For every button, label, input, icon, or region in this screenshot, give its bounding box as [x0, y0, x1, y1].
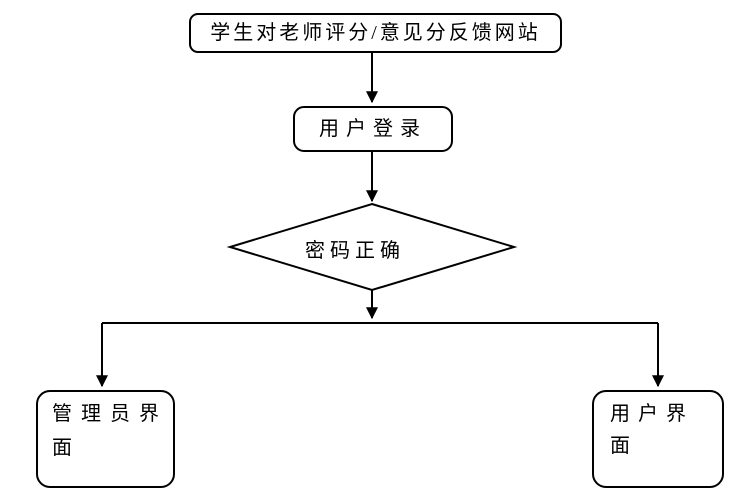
- flow-node-admin-label-line1: 管 理 员 界: [52, 403, 161, 425]
- flow-node-admin: 管 理 员 界 面: [36, 390, 175, 488]
- flow-node-admin-label-line2: 面: [52, 437, 74, 459]
- flow-node-title: 学生对老师评分/意见分反馈网站: [189, 13, 562, 53]
- flow-node-user-label: 用户界面: [610, 403, 694, 457]
- flow-node-title-label: 学生对老师评分/意见分反馈网站: [210, 22, 541, 44]
- flow-node-login-label: 用户登录: [319, 118, 427, 140]
- flow-node-user: 用户界面: [592, 390, 724, 488]
- flow-node-login: 用户登录: [293, 106, 453, 152]
- flow-node-decision-label: 密码正确: [305, 240, 405, 262]
